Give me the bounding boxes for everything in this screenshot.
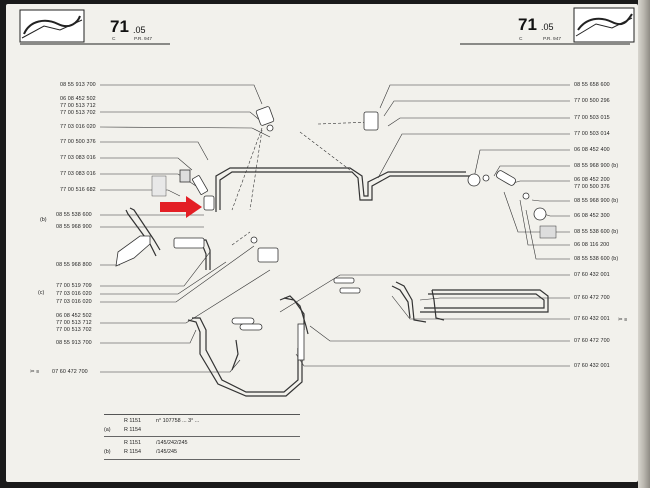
table-key: (b) <box>104 449 111 455</box>
part-number-left: 08 55 968 900 <box>56 224 92 230</box>
ref-c-left: C <box>112 37 116 42</box>
part-number-right: 77 00 500 296 <box>574 98 610 104</box>
part-number-left: 77 00 500 376 <box>60 139 96 145</box>
part-number-right: 07 60 472 700 <box>574 338 610 344</box>
table-divider <box>104 459 300 460</box>
table-note: /145/242/245 <box>156 440 188 446</box>
part-number-left: 77 03 083 016 <box>60 171 96 177</box>
part-number-left: 77 03 083 016 <box>60 155 96 161</box>
part-number-right: 07 60 432 001 <box>574 316 610 322</box>
part-number-left: 77 00 513 712 <box>60 103 96 109</box>
table-model: R 1154 <box>124 449 141 455</box>
leader-lines <box>99 84 570 373</box>
part-number-left: 77 03 016 020 <box>56 291 92 297</box>
table-note: n° 107758 ... 3° ... <box>156 418 200 424</box>
part-number-right: 07 60 472 700 <box>574 295 610 301</box>
part-number-left: 77 00 519 709 <box>56 283 92 289</box>
part-number-right: 08 55 658 600 <box>574 82 610 88</box>
table-key: (a) <box>104 427 111 433</box>
applicability-table: R 1151 n° 107758 ... 3° ... (a) R 1154 R… <box>104 414 300 460</box>
table-divider <box>104 436 300 437</box>
part-number-right: 06 08 452 200 <box>574 177 610 183</box>
part-number-right: 08 55 538 600 (b) <box>574 256 619 262</box>
part-number-left: 06 08 452 502 <box>60 96 96 102</box>
part-number-right: 08 55 968 900 (b) <box>574 163 619 169</box>
brake-pipes <box>125 167 549 397</box>
cut-symbol-left: ✂ ≡ <box>30 369 40 375</box>
section-number-right: 71 <box>518 15 537 34</box>
cut-symbol-right: ✂ ≡ <box>618 317 628 323</box>
table-model: R 1151 <box>124 418 141 424</box>
section-sub-left: .05 <box>133 25 146 35</box>
part-number-right: 77 00 503 014 <box>574 131 610 137</box>
book-gutter <box>638 0 650 488</box>
car-silhouette-icon <box>573 7 635 43</box>
ref-pr-right: P.R. 947 <box>543 37 562 42</box>
table-model: R 1154 <box>124 427 141 433</box>
part-number-right: 77 00 500 376 <box>574 184 610 190</box>
table-row: R 1151 /145/242/245 <box>104 439 300 448</box>
table-row: R 1151 n° 107758 ... 3° ... <box>104 417 300 426</box>
fittings <box>115 106 557 361</box>
section-sub-right: .05 <box>541 22 554 32</box>
ref-c-right: C <box>519 37 523 42</box>
part-number-left: 06 08 452 502 <box>56 313 92 319</box>
part-number-left: 08 55 913 700 <box>56 340 92 346</box>
table-row: (b) R 1154 /145/245 <box>104 448 300 457</box>
part-number-left: 08 55 913 700 <box>60 82 96 88</box>
table-model: R 1151 <box>124 440 141 446</box>
car-silhouette-icon <box>19 9 85 43</box>
part-number-right: 07 60 432 001 <box>574 363 610 369</box>
part-number-left: 77 00 513 702 <box>56 327 92 333</box>
part-number-right: 77 00 503 015 <box>574 115 610 121</box>
part-number-left: 07 60 472 700 <box>52 369 88 375</box>
part-number-left: 77 00 516 682 <box>60 187 96 193</box>
part-number-left: 08 55 538 600 <box>56 212 92 218</box>
part-number-right: 06 08 116 200 <box>574 242 610 248</box>
table-row: (a) R 1154 <box>104 426 300 435</box>
section-number-left: 71 <box>110 17 129 36</box>
variant-b-label: (b) <box>40 217 47 223</box>
part-number-right: 08 55 538 600 (b) <box>574 229 619 235</box>
part-number-left: 77 00 513 712 <box>56 320 92 326</box>
part-number-right: 06 08 452 300 <box>574 213 610 219</box>
part-number-right: 08 55 968 900 (b) <box>574 198 619 204</box>
part-number-left: 77 03 016 020 <box>60 124 96 130</box>
part-number-right: 06 08 452 400 <box>574 147 610 153</box>
part-number-right: 07 60 432 001 <box>574 272 610 278</box>
part-number-left: 08 55 968 800 <box>56 262 92 268</box>
table-note: /145/245 <box>156 449 177 455</box>
part-number-left: 77 03 016 020 <box>56 299 92 305</box>
ref-pr-left: P.R. 947 <box>134 37 153 42</box>
variant-c-label: (c) <box>38 290 45 296</box>
part-number-left: 77 00 513 702 <box>60 110 96 116</box>
